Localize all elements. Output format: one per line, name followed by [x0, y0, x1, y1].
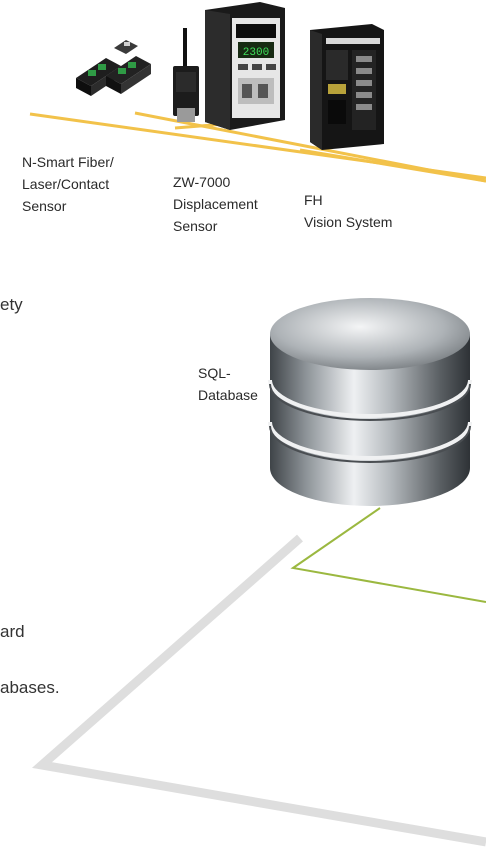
fh-label: FH Vision System: [304, 189, 392, 233]
body-text-fragment-2: ard: [0, 622, 25, 641]
zw7000-label-line-3: Sensor: [173, 218, 218, 234]
nsmart-label-line-3: Sensor: [22, 198, 67, 214]
nsmart-label: N-Smart Fiber/ Laser/Contact Sensor: [22, 151, 114, 217]
nsmart-sensor-image: [76, 40, 151, 96]
database-label-line-1: SQL-: [198, 365, 231, 381]
fh-vision-system-image: [310, 24, 384, 150]
nsmart-label-line-1: N-Smart Fiber/: [22, 154, 114, 170]
nsmart-label-line-2: Laser/Contact: [22, 176, 110, 192]
body-text-fragment-1: ety: [0, 295, 23, 314]
zw7000-label-line-2: Displacement: [173, 196, 258, 212]
gray-frame-line: [31, 534, 486, 847]
zw7000-label-line-1: ZW-7000: [173, 174, 231, 190]
fh-label-line-2: Vision System: [304, 214, 393, 230]
database-link-line: [290, 507, 486, 603]
zw7000-controller-image: 2300: [205, 2, 285, 130]
body-text-fragment-3: abases.: [0, 678, 60, 697]
network-bus: [29, 111, 486, 183]
database-label-line-2: Database: [198, 387, 258, 403]
zw7000-probe-image: [173, 28, 199, 122]
zw7000-label: ZW-7000 Displacement Sensor: [173, 171, 258, 237]
fh-label-line-1: FH: [304, 192, 323, 208]
database-label: SQL- Database: [198, 362, 258, 406]
sql-database-icon: [268, 298, 472, 506]
zw7000-display: 2300: [243, 47, 269, 59]
